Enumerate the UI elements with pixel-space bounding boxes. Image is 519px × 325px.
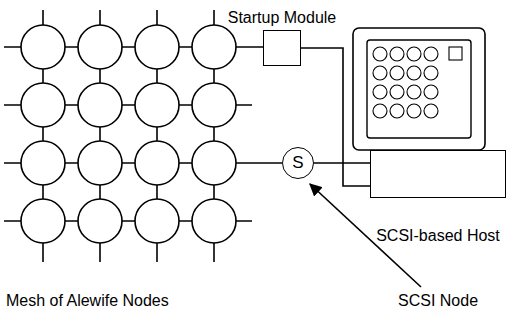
- screen-node: [390, 66, 404, 80]
- screen-module: [449, 47, 462, 60]
- alewife-node: [135, 141, 179, 185]
- screen-node: [424, 85, 438, 99]
- screen-node: [407, 47, 421, 61]
- screen-node: [390, 47, 404, 61]
- node-label: S: [292, 154, 303, 173]
- alewife-node: [78, 199, 122, 243]
- screen-node: [373, 47, 387, 61]
- screen-node: [373, 85, 387, 99]
- screen-node: [424, 66, 438, 80]
- alewife-node: [192, 199, 236, 243]
- screen-node: [407, 66, 421, 80]
- alewife-node: [21, 83, 65, 127]
- alewife-node: [135, 83, 179, 127]
- screen-node: [407, 104, 421, 118]
- startup-module: Startup Module: [263, 30, 301, 66]
- alewife-node: [21, 25, 65, 69]
- alewife-mesh: [4, 10, 282, 262]
- alewife-node: [21, 199, 65, 243]
- screen-node: [424, 47, 438, 61]
- screen-node: [373, 104, 387, 118]
- node-label: SCSI-based Host: [376, 227, 500, 245]
- screen-mesh-icon: [373, 47, 462, 118]
- screen-node: [424, 104, 438, 118]
- alewife-node: [78, 25, 122, 69]
- monitor: [353, 28, 485, 150]
- scsi-node: S: [282, 147, 314, 179]
- alewife-node: [78, 83, 122, 127]
- node-label: Startup Module: [228, 9, 337, 27]
- alewife-node: [192, 83, 236, 127]
- alewife-node: [21, 141, 65, 185]
- alewife-node: [192, 25, 236, 69]
- mesh-caption: Mesh of Alewife Nodes: [6, 292, 169, 310]
- callout-label: SCSI Node: [398, 292, 478, 310]
- screen-node: [373, 66, 387, 80]
- host-box: SCSI-based Host: [370, 150, 506, 198]
- alewife-node: [135, 25, 179, 69]
- screen-node: [390, 104, 404, 118]
- cable: [314, 162, 370, 164]
- alewife-node: [135, 199, 179, 243]
- screen-node: [407, 85, 421, 99]
- alewife-node: [192, 141, 236, 185]
- screen-node: [390, 85, 404, 99]
- alewife-node: [78, 141, 122, 185]
